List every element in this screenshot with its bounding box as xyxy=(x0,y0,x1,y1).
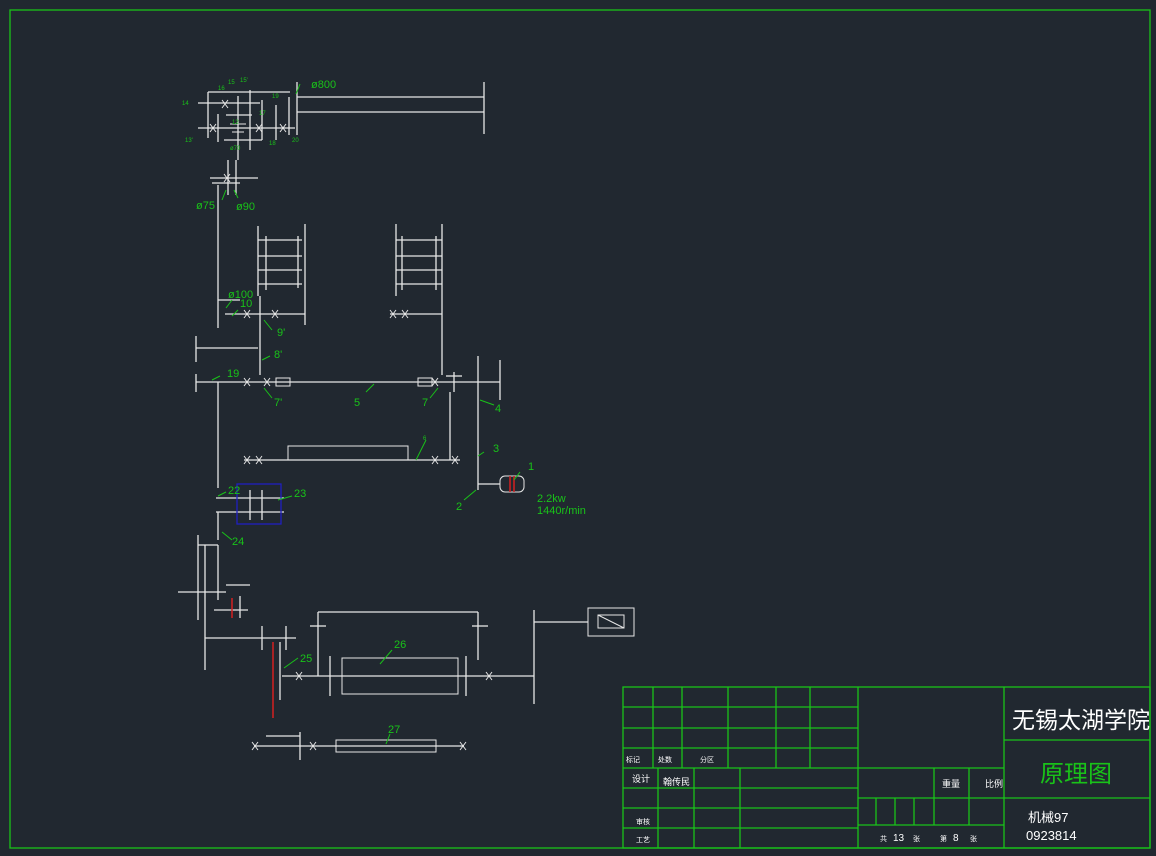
drawing-number-1: 机械97 xyxy=(1028,810,1068,825)
label-19: 19 xyxy=(227,368,239,380)
sheet-total-suffix: 张 xyxy=(913,834,920,843)
main-shaft-5 xyxy=(195,356,501,490)
label-19b: 19 xyxy=(272,94,279,100)
highlight-box xyxy=(236,483,282,525)
label-review: 审核 xyxy=(636,817,650,826)
part-labels: ø800 ø75 ø90 ø100 10 9' 8' 19 7' 5 7 4 3… xyxy=(196,79,586,736)
label-23: 23 xyxy=(294,488,306,500)
label-d90: ø90 xyxy=(236,201,255,213)
label-6: 6 xyxy=(423,436,427,442)
label-9p: 9' xyxy=(277,327,285,339)
label-8p: 8' xyxy=(274,349,282,361)
label-4: 4 xyxy=(495,403,501,415)
label-22: 22 xyxy=(228,485,240,497)
drawing-title: 原理图 xyxy=(1040,761,1112,788)
label-24: 24 xyxy=(232,536,244,548)
label-d800: ø800 xyxy=(311,79,336,91)
label-18: 18 xyxy=(269,141,276,147)
left-gearbox xyxy=(195,224,306,375)
label-14: 14 xyxy=(182,101,189,107)
drum-26 xyxy=(282,607,635,704)
motor-1 xyxy=(478,475,525,493)
drawing-frame xyxy=(9,9,1151,849)
title-block xyxy=(622,686,1151,849)
lower-mechanism xyxy=(178,535,296,718)
sheet-total-prefix: 共 xyxy=(880,834,887,843)
label-27: 27 xyxy=(388,724,400,736)
label-17: 17 xyxy=(259,111,266,117)
label-25: 25 xyxy=(300,653,312,665)
label-10: 10 xyxy=(240,298,252,310)
label-5: 5 xyxy=(354,397,360,409)
label-d75: ø75 xyxy=(196,200,215,212)
sheet-no-suffix: 张 xyxy=(970,834,977,843)
motor-power: 2.2kw xyxy=(537,493,566,505)
label-13p: 13' xyxy=(185,138,193,144)
label-1: 1 xyxy=(528,461,534,473)
leader-lines xyxy=(211,83,521,745)
weight-label: 重量 xyxy=(942,778,960,789)
label-26: 26 xyxy=(394,639,406,651)
table-assembly-6 xyxy=(244,420,460,461)
gear-box-23 xyxy=(216,483,284,540)
label-20: 20 xyxy=(292,138,299,144)
bearing-marks xyxy=(209,99,493,751)
drawing-number-2: 0923814 xyxy=(1026,828,1077,843)
label-16: 16 xyxy=(218,86,225,92)
school-name: 无锡太湖学院 xyxy=(1012,707,1150,733)
sheet-total: 13 xyxy=(893,833,905,844)
label-design: 设计 xyxy=(632,773,650,784)
label-3: 3 xyxy=(493,443,499,455)
label-2: 2 xyxy=(456,501,462,513)
label-process: 工艺 xyxy=(636,836,650,844)
small-labels: 6 15 15' 16 14 13' 12 19 17 18 20 ø70 xyxy=(182,78,427,442)
scale-label: 比例 xyxy=(985,778,1003,789)
label-count: 处数 xyxy=(658,755,672,764)
screw-27 xyxy=(254,732,464,760)
label-15p: 15' xyxy=(240,78,248,84)
label-d100: ø100 xyxy=(228,289,253,301)
right-gearbox xyxy=(390,224,443,375)
label-d70: ø70 xyxy=(230,146,241,152)
sheet-no-prefix: 第 xyxy=(940,834,947,843)
label-12: 12 xyxy=(232,120,239,126)
label-zone: 分区 xyxy=(700,755,714,764)
label-mark: 标记 xyxy=(626,755,640,764)
sheet-no: 8 xyxy=(953,833,959,844)
designer-name: 翰传民 xyxy=(663,776,690,787)
label-7: 7 xyxy=(422,397,428,409)
motor-speed: 1440r/min xyxy=(537,505,586,517)
title-block-text: 无锡太湖学院 原理图 机械97 0923814 标记 处数 分区 设计 翰传民 … xyxy=(626,707,1150,844)
label-15: 15 xyxy=(228,80,235,86)
label-7p: 7' xyxy=(274,397,282,409)
top-gear-cluster xyxy=(198,82,485,300)
